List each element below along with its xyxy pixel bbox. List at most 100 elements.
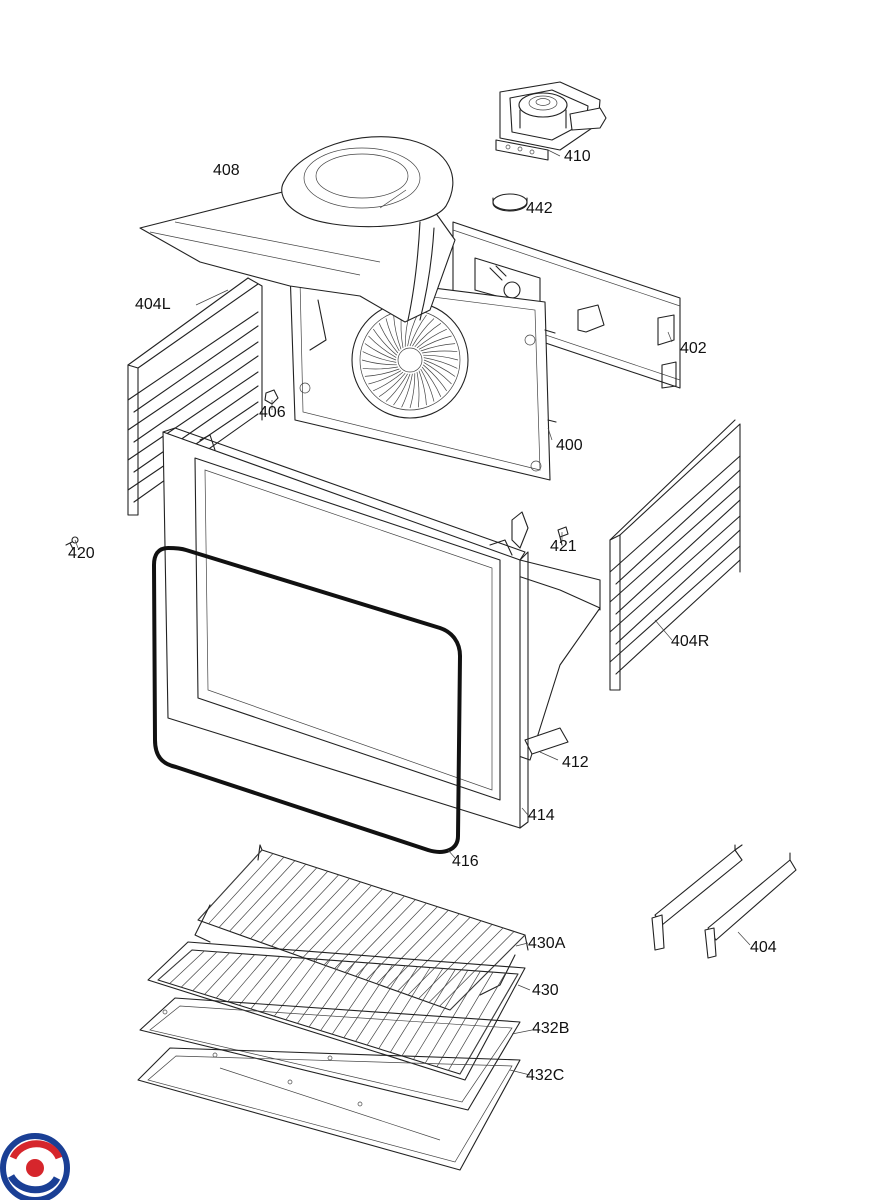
telescopic-runners-404 bbox=[651, 844, 797, 959]
rack-wire bbox=[281, 878, 350, 951]
top-duct-408 bbox=[139, 136, 456, 323]
fan-blade bbox=[423, 354, 459, 361]
fan-blade bbox=[416, 328, 447, 349]
grill-slat bbox=[204, 953, 243, 995]
tray-432B bbox=[139, 997, 521, 1111]
fan-blade bbox=[423, 362, 452, 385]
rack-wire bbox=[313, 888, 383, 962]
rack-wire bbox=[323, 892, 394, 966]
part-label-402: 402 bbox=[680, 340, 707, 357]
door-frame-414 bbox=[162, 427, 529, 829]
fan-blade bbox=[421, 366, 442, 397]
fan-blade bbox=[362, 366, 398, 370]
fan-blade bbox=[412, 318, 435, 347]
fan-blade bbox=[393, 314, 402, 350]
rack-wire bbox=[208, 853, 274, 925]
fan-blade bbox=[422, 364, 447, 392]
part-label-432C: 432C bbox=[526, 1067, 565, 1084]
part-label-404: 404 bbox=[750, 939, 777, 956]
grill-slat bbox=[308, 961, 356, 1028]
rack-wire bbox=[344, 899, 416, 973]
fan-blade bbox=[423, 357, 458, 369]
fan-blade bbox=[361, 359, 397, 366]
part-label-430A: 430A bbox=[528, 935, 566, 952]
fan-blade bbox=[362, 351, 397, 363]
part-label-400: 400 bbox=[556, 437, 583, 454]
door-seal-416 bbox=[152, 546, 462, 854]
fan-blade bbox=[385, 318, 400, 352]
grill-slat bbox=[355, 965, 406, 1042]
rack-wire bbox=[334, 895, 405, 970]
grill-slat bbox=[459, 973, 519, 1075]
grill-slat bbox=[262, 958, 306, 1013]
grill-tray-430 bbox=[147, 941, 526, 1081]
rack-wire bbox=[302, 885, 372, 958]
grill-slat bbox=[378, 967, 431, 1049]
grill-slat bbox=[366, 966, 418, 1046]
fan-blade bbox=[414, 323, 442, 348]
rack-wire bbox=[397, 917, 471, 992]
rack-wire bbox=[239, 863, 307, 936]
fan-blade bbox=[373, 328, 398, 356]
wire-rack-430A bbox=[194, 844, 529, 1011]
fan-blade bbox=[378, 372, 406, 397]
grill-slat bbox=[169, 950, 205, 984]
grill-slat bbox=[192, 952, 230, 992]
rack-wire bbox=[418, 924, 493, 1000]
motor-assembly-410 bbox=[495, 81, 607, 161]
part-label-410: 410 bbox=[564, 148, 591, 165]
rack-wire bbox=[250, 867, 318, 940]
fan-blade bbox=[416, 372, 420, 408]
rack-wire bbox=[218, 856, 285, 928]
part-label-406: 406 bbox=[259, 404, 286, 421]
shelf-runner-404L bbox=[127, 277, 263, 516]
fan-blade bbox=[422, 350, 458, 354]
fan-blade bbox=[420, 368, 435, 402]
grill-slat bbox=[273, 958, 318, 1017]
part-label-442: 442 bbox=[526, 200, 553, 217]
part-label-404R: 404R bbox=[671, 633, 710, 650]
fan-blade bbox=[423, 359, 456, 377]
fan-blade bbox=[373, 371, 404, 392]
fan-blade bbox=[393, 373, 411, 406]
fan-blade bbox=[418, 335, 452, 350]
grill-slat bbox=[239, 956, 281, 1006]
fan-blade bbox=[385, 373, 408, 402]
rack-wire bbox=[428, 927, 504, 1003]
grill-slat bbox=[401, 969, 456, 1057]
grill-slat bbox=[227, 955, 268, 1002]
rack-wire bbox=[229, 860, 296, 932]
part-label-430: 430 bbox=[532, 982, 559, 999]
fan-blade bbox=[378, 323, 399, 354]
rack-wire bbox=[292, 881, 361, 955]
screw-421 bbox=[557, 526, 569, 546]
grill-slat bbox=[390, 968, 444, 1053]
part-label-416: 416 bbox=[452, 853, 479, 870]
grill-slat bbox=[297, 960, 343, 1024]
grill-slat bbox=[285, 959, 331, 1021]
fan-blade bbox=[368, 370, 402, 385]
grill-slat bbox=[331, 963, 381, 1035]
fan-blade bbox=[364, 343, 397, 361]
rack-wire bbox=[449, 934, 526, 1011]
part-label-420: 420 bbox=[68, 545, 95, 562]
leader-lines bbox=[74, 149, 751, 1076]
fan-panel-400 bbox=[289, 269, 557, 481]
part-label-414: 414 bbox=[528, 807, 555, 824]
grill-slat bbox=[343, 964, 393, 1038]
grill-slat bbox=[448, 972, 506, 1071]
rack-wire bbox=[355, 902, 427, 977]
rack-wire bbox=[365, 906, 438, 981]
rack-wire bbox=[407, 920, 482, 996]
fan-blade bbox=[401, 373, 413, 408]
clip-406 bbox=[264, 389, 279, 405]
tray-432C bbox=[137, 1047, 521, 1171]
part-label-421: 421 bbox=[550, 538, 577, 555]
brand-logo bbox=[0, 1133, 70, 1200]
grill-slat bbox=[215, 954, 255, 999]
grill-slat bbox=[180, 951, 218, 988]
grill-slat bbox=[157, 949, 193, 981]
rack-wire bbox=[271, 874, 339, 947]
